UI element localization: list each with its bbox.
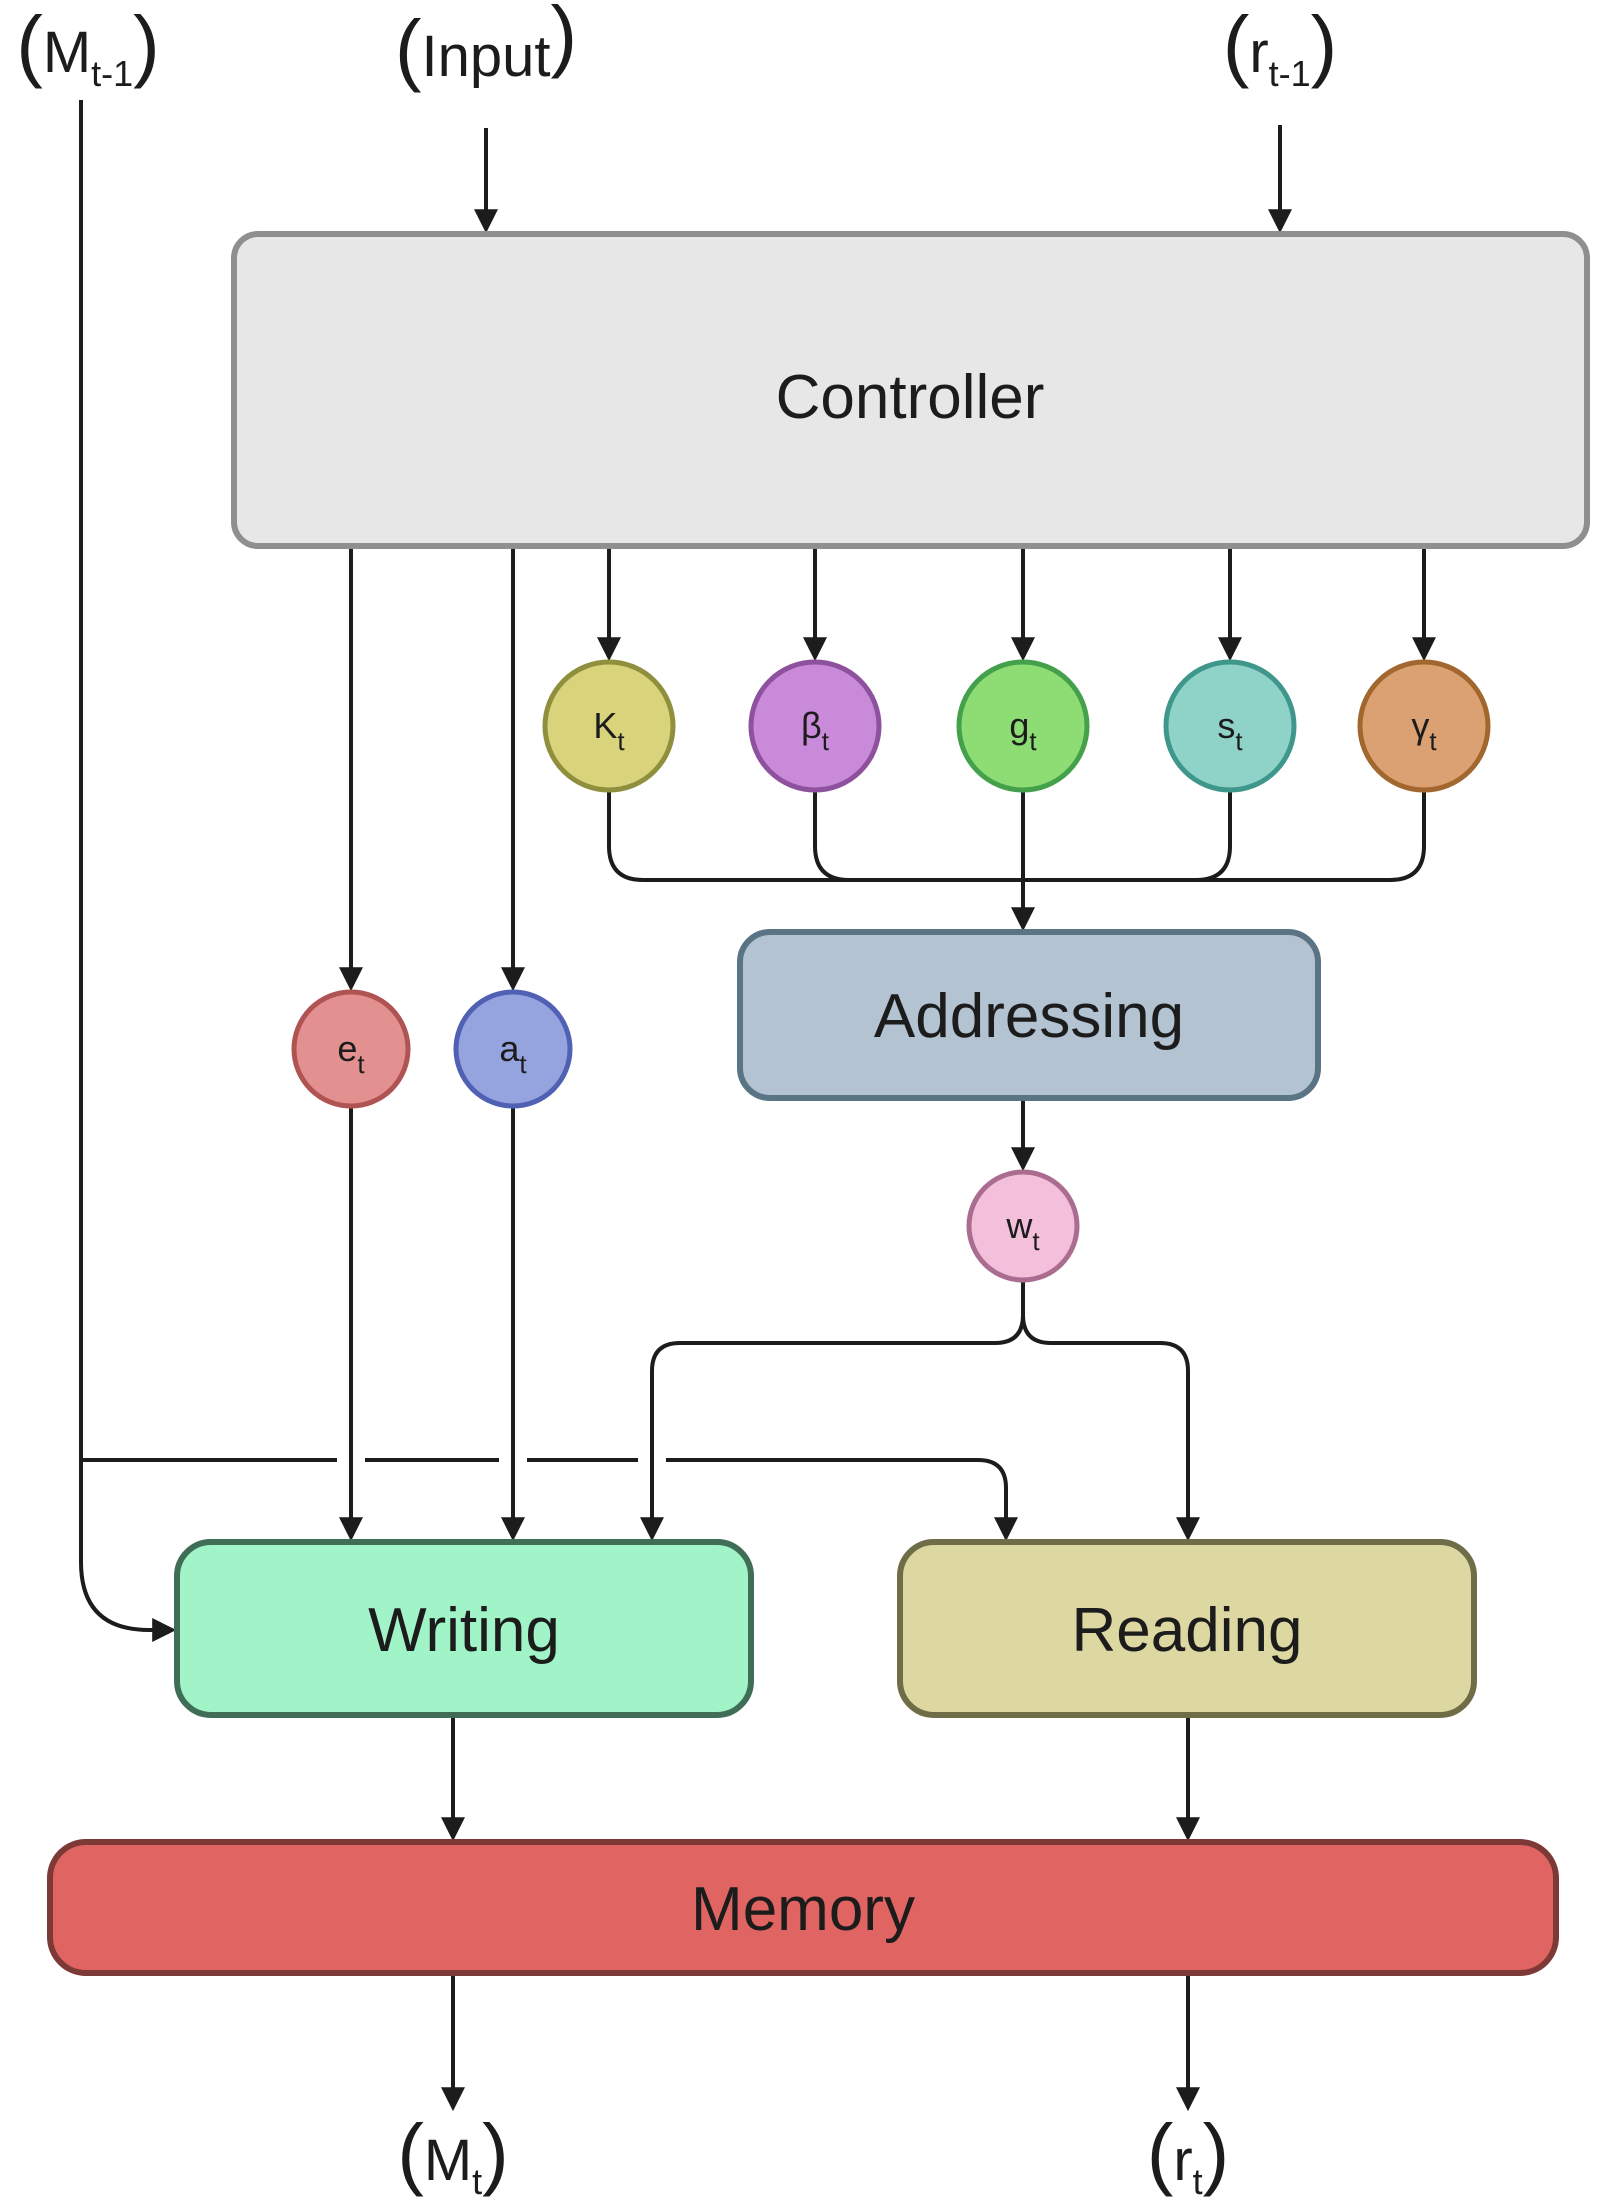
edge-gammat-merge: [1389, 790, 1426, 882]
mt-terminal: (Mt): [397, 2108, 509, 2202]
kt-label: Kt: [593, 705, 625, 756]
writing-label: Writing: [368, 1596, 560, 1665]
addressing-label: Addressing: [874, 982, 1184, 1051]
betat-label: βt: [801, 705, 830, 756]
edges: [79, 100, 1436, 2112]
controller-box: [231, 231, 1590, 549]
edge-betat-merge: [813, 790, 850, 882]
gate-nodes: Kt βt gt st γt: [542, 659, 1491, 793]
input-terminal: (Input): [395, 0, 577, 93]
signal-nodes: et at wt: [291, 989, 1080, 1283]
gt-label: gt: [1009, 705, 1037, 756]
wt-label: wt: [1005, 1205, 1040, 1256]
reading-label: Reading: [1072, 1596, 1303, 1665]
edge-mprev-to-reading: [666, 1458, 1018, 1542]
at-label: at: [499, 1028, 527, 1079]
et-label: et: [337, 1028, 365, 1079]
et-node: [291, 989, 411, 1109]
controller-label: Controller: [776, 363, 1045, 432]
st-label: st: [1217, 705, 1243, 756]
mprev-terminal: (Mt-1): [16, 0, 160, 94]
at-node: [453, 989, 573, 1109]
memory-box: [47, 1839, 1559, 1976]
reading-box: [897, 1539, 1477, 1718]
rt-terminal: (rt): [1147, 2108, 1230, 2202]
terminal-labels: (Mt-1) (Input) (rt-1) (Mt) (rt): [16, 0, 1337, 2202]
edge-wt-to-reading: [1021, 1314, 1200, 1542]
st-node: [1163, 659, 1297, 793]
gammat-label: γt: [1411, 705, 1437, 756]
edge-kt-merge: [607, 790, 644, 882]
rprev-terminal: (rt-1): [1223, 0, 1338, 94]
betat-node: [748, 659, 882, 793]
edge-wt-to-writing: [640, 1280, 1025, 1542]
gt-node: [956, 659, 1090, 793]
edge-mprev-to-writing: [79, 100, 177, 1642]
edge-st-merge: [1195, 790, 1232, 882]
wt-node: [966, 1169, 1080, 1283]
gammat-node: [1357, 659, 1491, 793]
blocks: Controller Addressing Writing Reading Me…: [47, 231, 1590, 1976]
memory-label: Memory: [691, 1875, 915, 1944]
kt-node: [542, 659, 676, 793]
addressing-box: [737, 929, 1321, 1101]
writing-box: [174, 1539, 754, 1718]
